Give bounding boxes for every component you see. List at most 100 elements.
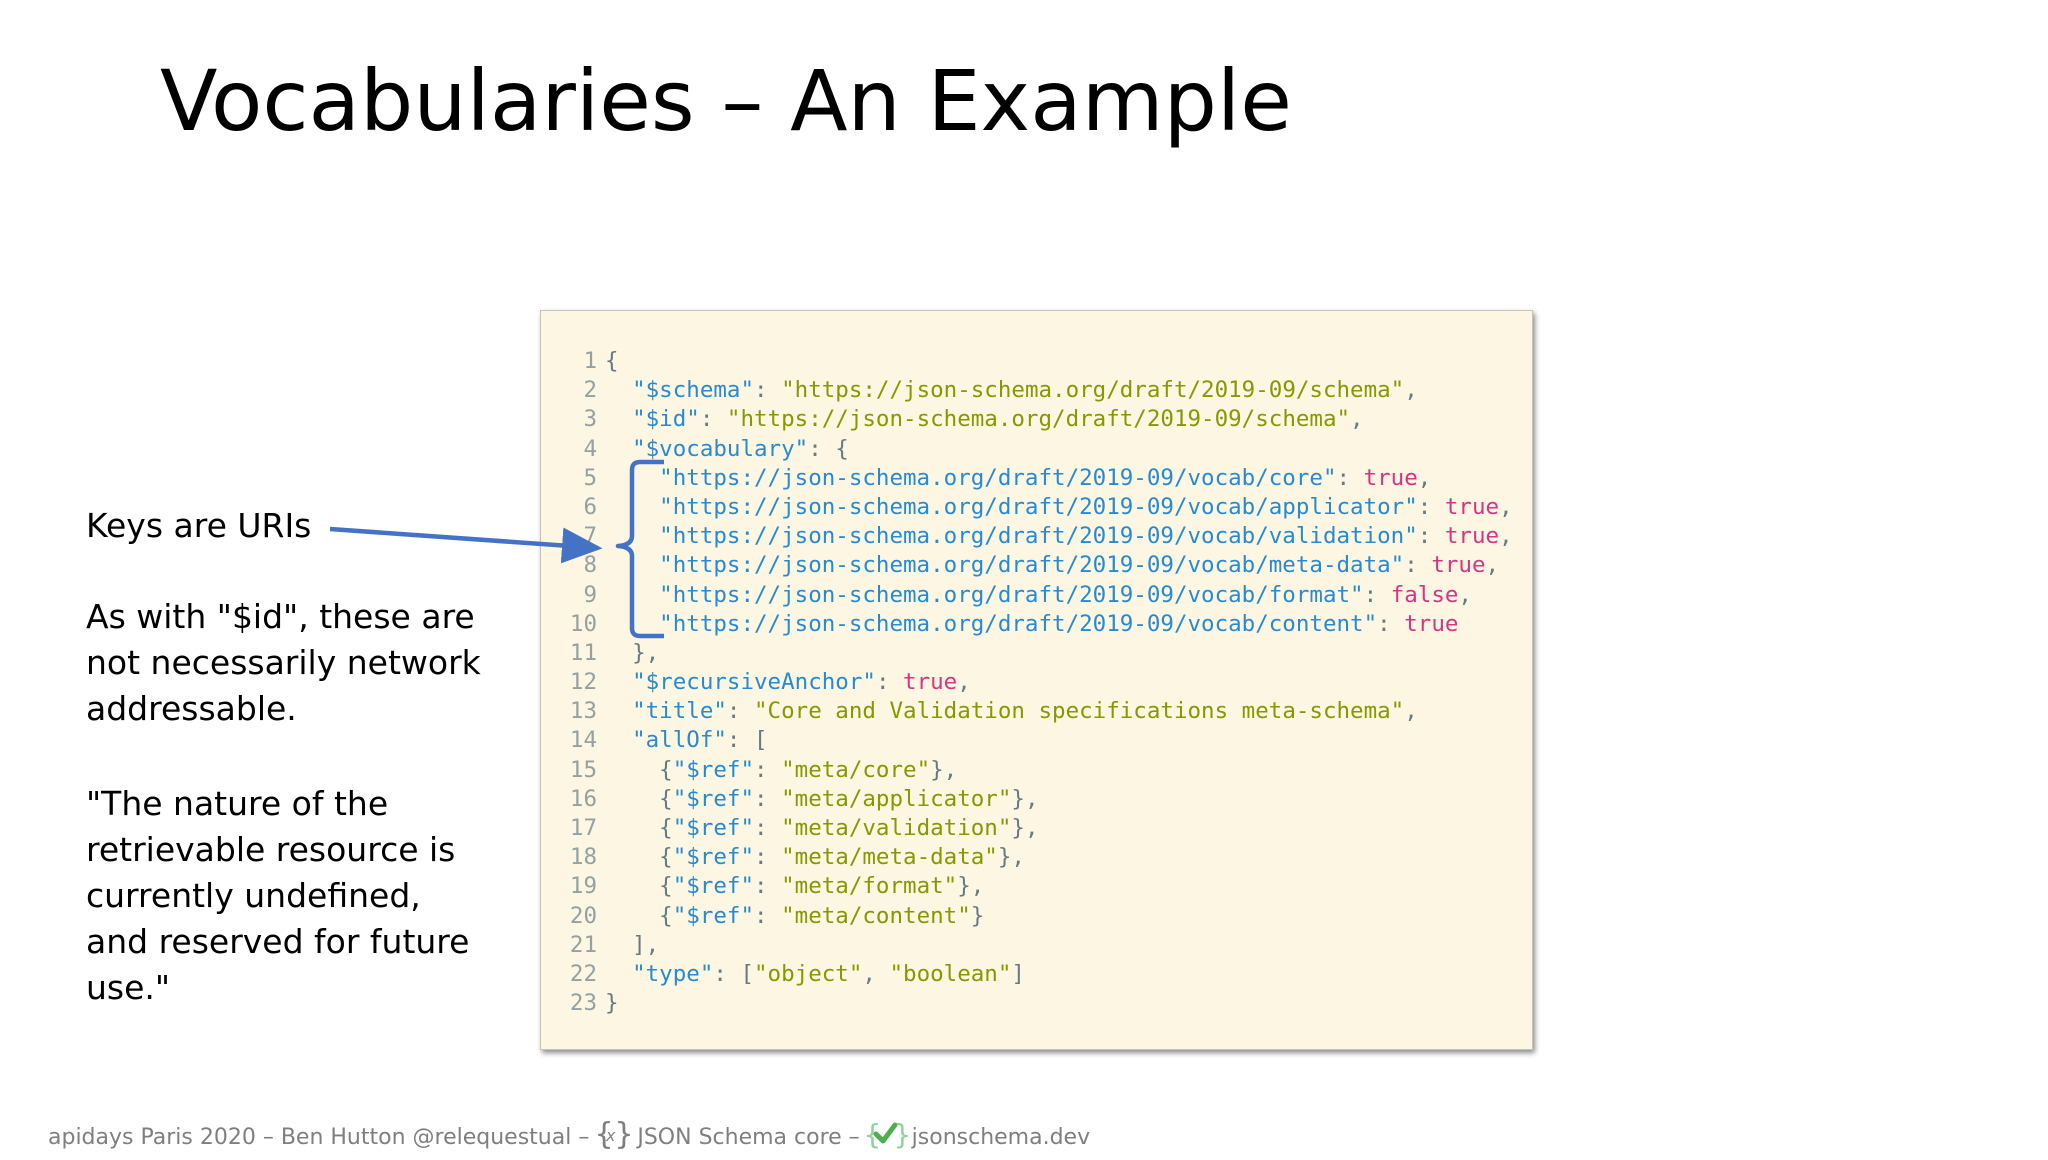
line-number: 23 [569,990,597,1017]
code-token: "$ref" [672,785,755,812]
code-token: ] [1011,960,1025,987]
code-token: : [754,377,782,404]
code-line-content: {"$ref": "meta/applicator"}, [605,785,1039,812]
code-token: "https://json-schema.org/draft/2019-09/v… [605,581,1364,608]
code-token: , [1417,464,1432,491]
code-token: : [ [713,960,755,987]
code-line: 1{ [541,347,1513,376]
line-number: 21 [569,931,597,958]
note-quote: "The nature of the retrievable resource … [86,781,486,1011]
line-number: 10 [569,610,597,637]
line-number: 19 [569,873,597,900]
code-token: "$vocabulary" [605,435,809,462]
code-token: { [605,756,673,783]
code-line-content: "$schema": "https://json-schema.org/draf… [605,377,1418,403]
code-line: 10 "https://json-schema.org/draft/2019-0… [541,610,1513,639]
code-token: }, [1011,785,1039,812]
code-token: "https://json-schema.org/draft/2019-09/s… [781,377,1405,404]
code-token: "meta/format" [781,873,958,900]
footer-site: jsonschema.dev [911,1124,1091,1150]
line-number: 8 [583,552,597,579]
code-line-content: "https://json-schema.org/draft/2019-09/v… [605,493,1513,520]
code-token: : [754,815,782,841]
code-token: false [1390,581,1459,608]
code-line-content: "title": "Core and Validation specificat… [605,698,1418,724]
code-token: "https://json-schema.org/draft/2019-09/v… [605,523,1418,550]
code-token: { [605,785,673,812]
code-line: 19 {"$ref": "meta/format"}, [541,872,1513,901]
code-token: true [1404,610,1459,637]
code-token: "allOf" [605,727,727,754]
svg-text:}: } [615,1117,633,1152]
code-line-content: {"$ref": "meta/content"} [605,903,984,929]
code-line: 12 "$recursiveAnchor": true, [541,668,1513,697]
code-token: , [1485,552,1500,579]
code-token: "type" [605,960,714,987]
code-token: }, [1011,815,1039,841]
line-number: 5 [583,464,597,491]
code-token: , [1404,377,1418,404]
code-line-content: "$id": "https://json-schema.org/draft/20… [605,406,1364,432]
code-line-content: {"$ref": "meta/meta-data"}, [605,844,1025,870]
code-line-content: { [605,348,619,374]
line-number: 20 [569,902,597,929]
line-number: 4 [583,435,597,462]
code-line: 13 "title": "Core and Validation specifi… [541,697,1513,726]
code-token: : [754,844,782,871]
code-block: 1{2 "$schema": "https://json-schema.org/… [541,347,1513,1018]
code-token: "meta/core" [781,756,931,783]
code-token: : [ [726,727,768,754]
code-screenshot: 1{2 "$schema": "https://json-schema.org/… [540,310,1533,1050]
code-token: "meta/validation" [781,815,1012,841]
code-token: , [1499,493,1513,520]
code-token: : [726,698,755,725]
code-token: : [1417,493,1445,520]
code-token: "$schema" [605,377,755,404]
code-token: { [605,844,673,871]
code-token: true [1444,523,1500,550]
code-token: true [1444,493,1500,520]
code-token: ], [605,931,660,958]
code-line: 8 "https://json-schema.org/draft/2019-09… [541,551,1513,580]
note-id-addressable: As with "$id", these are not necessarily… [86,594,486,732]
code-line: 4 "$vocabulary": { [541,435,1513,464]
code-token: "https://json-schema.org/draft/2019-09/v… [605,493,1418,520]
line-number: 6 [583,493,597,520]
line-number: 17 [569,815,597,841]
code-token: , [862,960,890,987]
code-line-content: "https://json-schema.org/draft/2019-09/v… [605,611,1458,637]
line-number: 11 [569,639,597,666]
note-quote-text: "The nature of the retrievable resource … [86,784,470,1007]
code-line: 15 {"$ref": "meta/core"}, [541,756,1513,785]
code-line: 2 "$schema": "https://json-schema.org/dr… [541,376,1513,405]
footer-core: JSON Schema core – [637,1124,860,1150]
code-token: , [957,669,971,696]
svg-text:}: } [894,1118,908,1151]
code-token: , [1458,581,1472,608]
code-token: } [970,902,985,929]
code-token: "Core and Validation specifications meta… [754,698,1405,725]
note-keys-are-uris: Keys are URIs [86,503,486,549]
code-line: 21 ], [541,931,1513,960]
code-line: 5 "https://json-schema.org/draft/2019-09… [541,464,1513,493]
code-token: : [754,902,782,929]
code-token: }, [997,844,1025,871]
code-token: : [1377,610,1405,637]
code-token: "object" [754,960,863,987]
code-token: }, [605,639,660,666]
svg-text:x: x [605,1126,616,1145]
code-line: 23} [541,989,1513,1018]
code-token: }, [930,756,958,783]
code-line-content: ], [605,932,659,958]
svg-text:{: { [595,1117,613,1152]
code-token: : [875,669,904,696]
code-token: true [1431,552,1486,579]
code-token: true [1363,464,1418,491]
code-token: "$recursiveAnchor" [605,669,876,696]
code-token: "https://json-schema.org/draft/2019-09/v… [605,610,1378,637]
code-token: "https://json-schema.org/draft/2019-09/s… [726,406,1351,433]
code-token: : [754,785,782,812]
code-token: , [1404,698,1418,725]
code-line: 14 "allOf": [ [541,726,1513,755]
code-token: : [754,756,782,783]
